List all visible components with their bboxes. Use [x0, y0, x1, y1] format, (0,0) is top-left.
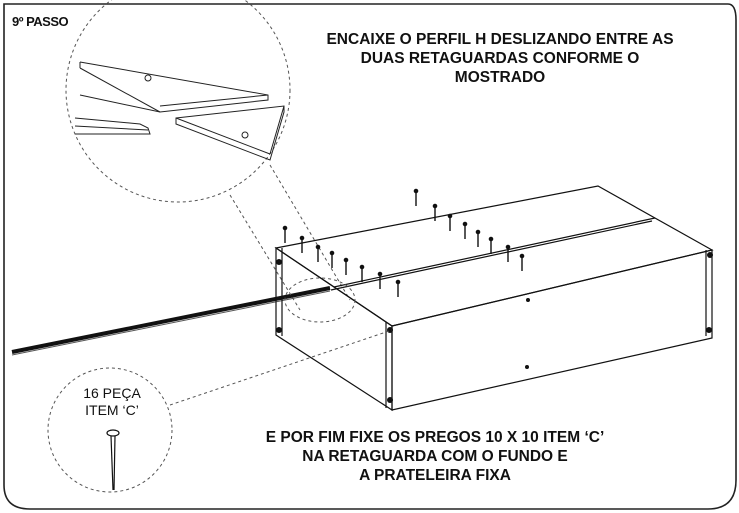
h-profile-rod: [11, 286, 331, 354]
top-instruction-line-1: ENCAIXE O PERFIL H DESLIZANDO ENTRE AS: [326, 31, 674, 48]
nails: [282, 188, 525, 297]
bottom-instruction-line-2: NA RETAGUARDA COM O FUNDO E: [302, 448, 568, 465]
bottom-instruction-line-3: A PRATELEIRA FIXA: [359, 467, 511, 484]
callout-line-2: ITEM ‘C’: [85, 402, 139, 418]
detail-panels: [74, 61, 285, 161]
callout-leader: [169, 329, 393, 406]
leader-lines: [229, 164, 351, 311]
top-instruction-line-3: MOSTRADO: [454, 69, 546, 86]
bottom-instruction-line-1: E POR FIM FIXE OS PREGOS 10 X 10 ITEM ‘C…: [265, 429, 605, 446]
detail-zoom-circle: [65, 0, 291, 203]
step-label: 9º PASSO: [12, 14, 69, 29]
top-instruction-line-2: DUAS RETAGUARDAS CONFORME O: [360, 50, 640, 67]
cabinet-box: [274, 185, 714, 412]
nail-icon: [106, 429, 120, 491]
highlight-region: [284, 277, 356, 323]
callout-line-1: 16 PEÇA: [83, 385, 141, 401]
outer-border: [3, 3, 737, 510]
callout-label: 16 PEÇA ITEM ‘C’: [52, 385, 172, 419]
top-instruction: ENCAIXE O PERFIL H DESLIZANDO ENTRE AS D…: [270, 30, 730, 87]
nail-callout-circle: [47, 367, 173, 493]
bottom-instruction: E POR FIM FIXE OS PREGOS 10 X 10 ITEM ‘C…: [235, 428, 635, 485]
cabinet-dots: [276, 252, 713, 403]
